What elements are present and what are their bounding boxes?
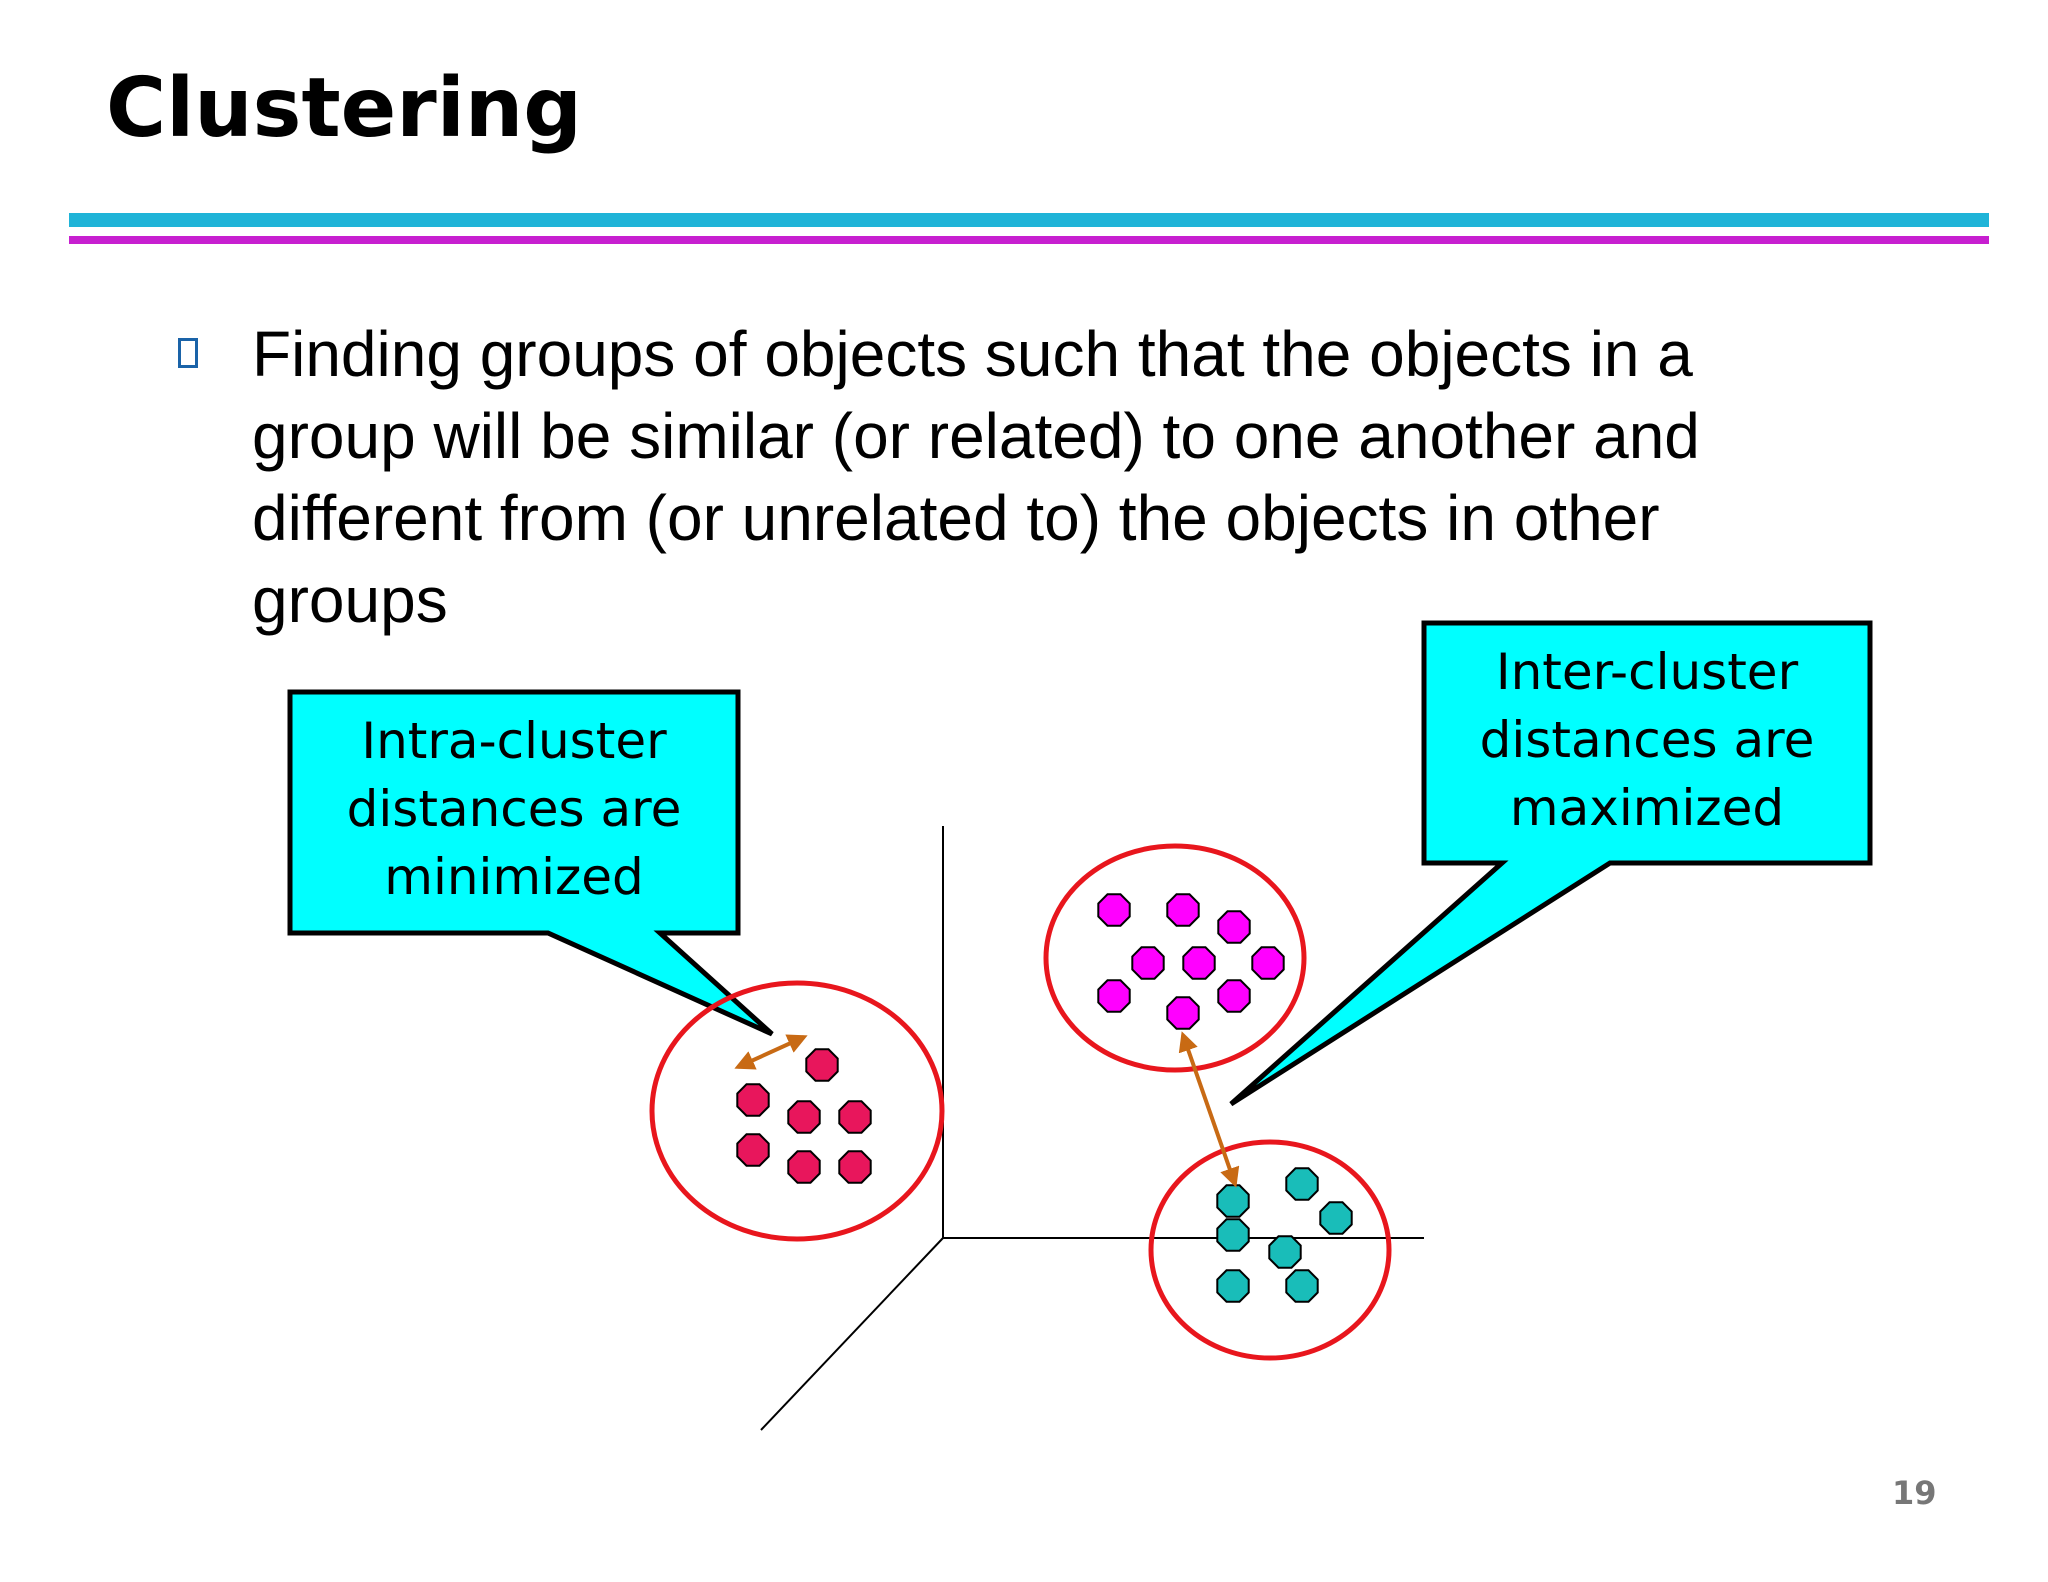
intra-distance-arrow	[734, 1034, 808, 1070]
teal-cluster-point	[1216, 1184, 1250, 1218]
red-cluster-point	[838, 1150, 872, 1184]
cluster-points	[736, 893, 1353, 1303]
teal-cluster-outline	[1148, 1139, 1392, 1361]
magenta-cluster-point	[1166, 996, 1200, 1030]
red-cluster-point	[736, 1133, 770, 1167]
inter-callout-line: maximized	[1510, 779, 1784, 837]
magenta-cluster-point	[1182, 946, 1216, 980]
red-cluster-point	[736, 1083, 770, 1117]
teal-cluster-point	[1319, 1201, 1353, 1235]
teal-cluster-point	[1285, 1167, 1319, 1201]
magenta-cluster-point	[1097, 979, 1131, 1013]
red-cluster-point	[787, 1100, 821, 1134]
bullet-line: different from (or unrelated to) the obj…	[252, 482, 1660, 554]
red-cluster-outline	[649, 980, 945, 1242]
magenta-cluster-point	[1166, 893, 1200, 927]
intra-callout-line: distances are	[347, 780, 682, 838]
inter-cluster-callout: Inter-cluster distances are maximized	[1229, 620, 1873, 1107]
intra-cluster-callout: Intra-cluster distances are minimized	[287, 689, 774, 1037]
bullet-text: Finding groups of objects such that the …	[252, 313, 1852, 641]
magenta-cluster-point	[1217, 979, 1251, 1013]
magenta-cluster-point	[1217, 910, 1251, 944]
red-cluster-point	[787, 1150, 821, 1184]
magenta-cluster-point	[1251, 946, 1285, 980]
teal-cluster-point	[1216, 1218, 1250, 1252]
magenta-cluster-point	[1131, 946, 1165, 980]
bullet-line: Finding groups of objects such that the …	[252, 318, 1693, 390]
red-cluster-point	[838, 1100, 872, 1134]
title-divider-magenta	[69, 236, 1989, 244]
teal-cluster-point	[1216, 1269, 1250, 1303]
inter-callout-line: Inter-cluster	[1496, 643, 1799, 701]
title-divider-cyan	[69, 213, 1989, 227]
bullet-line: group will be similar (or related) to on…	[252, 400, 1700, 472]
bullet-marker	[178, 338, 198, 368]
intra-callout-line: Intra-cluster	[361, 712, 667, 770]
depth-axis	[760, 1237, 944, 1431]
intra-callout-line: minimized	[384, 848, 644, 906]
inter-callout-line: distances are	[1480, 711, 1815, 769]
bullet-line: groups	[252, 564, 448, 636]
magenta-cluster-point	[1097, 893, 1131, 927]
red-cluster-point	[805, 1048, 839, 1082]
inter-distance-arrow	[1178, 1031, 1240, 1188]
slide-title: Clustering	[106, 61, 582, 156]
teal-cluster-point	[1268, 1235, 1302, 1269]
page-number: 19	[1892, 1474, 1937, 1512]
magenta-cluster-outline	[1043, 843, 1307, 1073]
teal-cluster-point	[1285, 1269, 1319, 1303]
